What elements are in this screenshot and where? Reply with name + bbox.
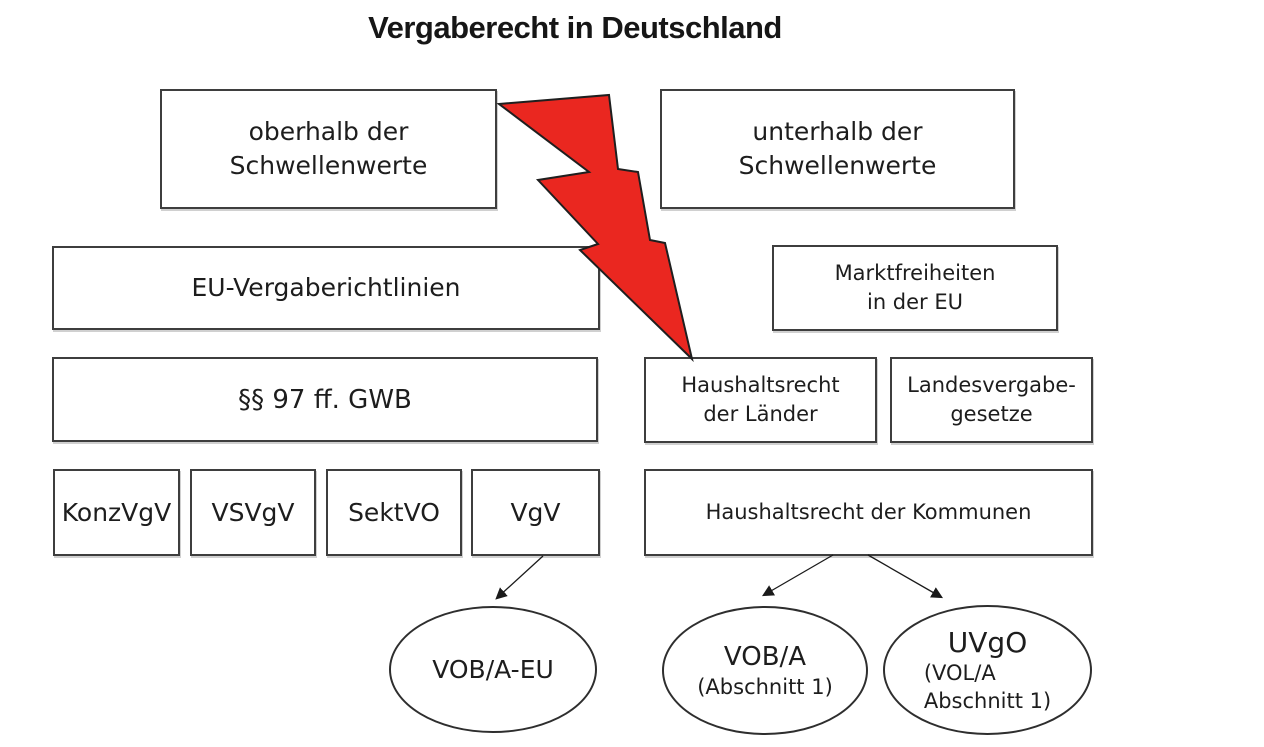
box-haushaltsrecht-kommunen: Haushaltsrecht der Kommunen <box>644 469 1093 556</box>
page-title: Vergaberecht in Deutschland <box>368 10 782 45</box>
arrow-kommunen-to-uvgo <box>867 554 944 599</box>
ellipse-uvgo-title: UVgO <box>947 625 1028 659</box>
box-vsvgv: VSVgV <box>190 469 316 556</box>
box-unterhalb-schwellenwerte: unterhalb der Schwellenwerte <box>660 89 1015 209</box>
box-eu-vergaberichtlinien: EU-Vergaberichtlinien <box>52 246 600 330</box>
box-oberhalb-schwellenwerte: oberhalb der Schwellenwerte <box>160 89 497 209</box>
box-gwb: §§ 97 ff. GWB <box>52 357 598 442</box>
box-konzvgv-label: KonzVgV <box>61 497 172 527</box>
box-haushaltsrecht-laender-label: Haushaltsrecht der Länder <box>681 373 840 426</box>
box-landesvergabegesetze-label: Landesvergabe- gesetze <box>907 373 1076 426</box>
arrow-kommunen-to-vob-a <box>761 554 834 597</box>
box-vsvgv-label: VSVgV <box>211 497 295 527</box>
box-marktfreiheiten-label: Marktfreiheiten in der EU <box>834 261 996 314</box>
box-oberhalb-label: oberhalb der Schwellenwerte <box>229 117 428 180</box>
box-eu-vergaberichtlinien-label: EU-Vergaberichtlinien <box>191 273 461 302</box>
box-haushaltsrecht-kommunen-label: Haushaltsrecht der Kommunen <box>705 500 1032 524</box>
box-gwb-label: §§ 97 ff. GWB <box>238 384 412 415</box>
box-sektvo: SektVO <box>326 469 462 556</box>
box-vgv: VgV <box>471 469 600 556</box>
ellipse-uvgo: UVgO (VOL/A Abschnitt 1) <box>883 605 1092 735</box>
box-haushaltsrecht-laender: Haushaltsrecht der Länder <box>644 357 877 443</box>
ellipse-vob-a-eu-label: VOB/A-EU <box>432 655 554 684</box>
box-marktfreiheiten: Marktfreiheiten in der EU <box>772 245 1058 331</box>
ellipse-vob-a-title: VOB/A <box>723 641 807 672</box>
box-vgv-label: VgV <box>510 497 561 527</box>
ellipse-vob-a-eu: VOB/A-EU <box>389 606 597 733</box>
box-unterhalb-label: unterhalb der Schwellenwerte <box>738 117 937 180</box>
box-landesvergabegesetze: Landesvergabe- gesetze <box>890 357 1093 443</box>
ellipse-vob-a-subtitle: (Abschnitt 1) <box>697 674 833 699</box>
box-sektvo-label: SektVO <box>348 497 440 527</box>
ellipse-uvgo-subtitle: (VOL/A Abschnitt 1) <box>923 660 1052 713</box>
arrow-vgv-to-vob-a-eu <box>495 555 544 600</box>
ellipse-vob-a-abschnitt-1: VOB/A (Abschnitt 1) <box>662 606 868 735</box>
box-konzvgv: KonzVgV <box>53 469 180 556</box>
